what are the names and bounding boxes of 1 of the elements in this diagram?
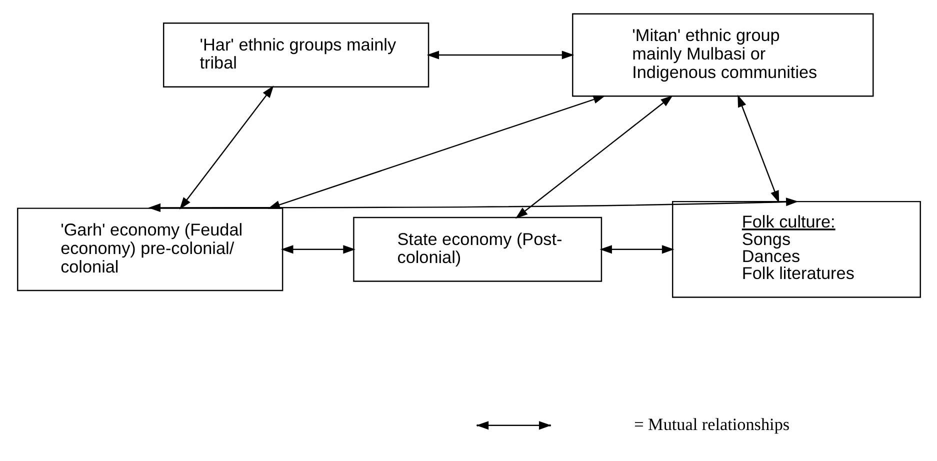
legend-label: = Mutual relationships: [634, 414, 790, 434]
